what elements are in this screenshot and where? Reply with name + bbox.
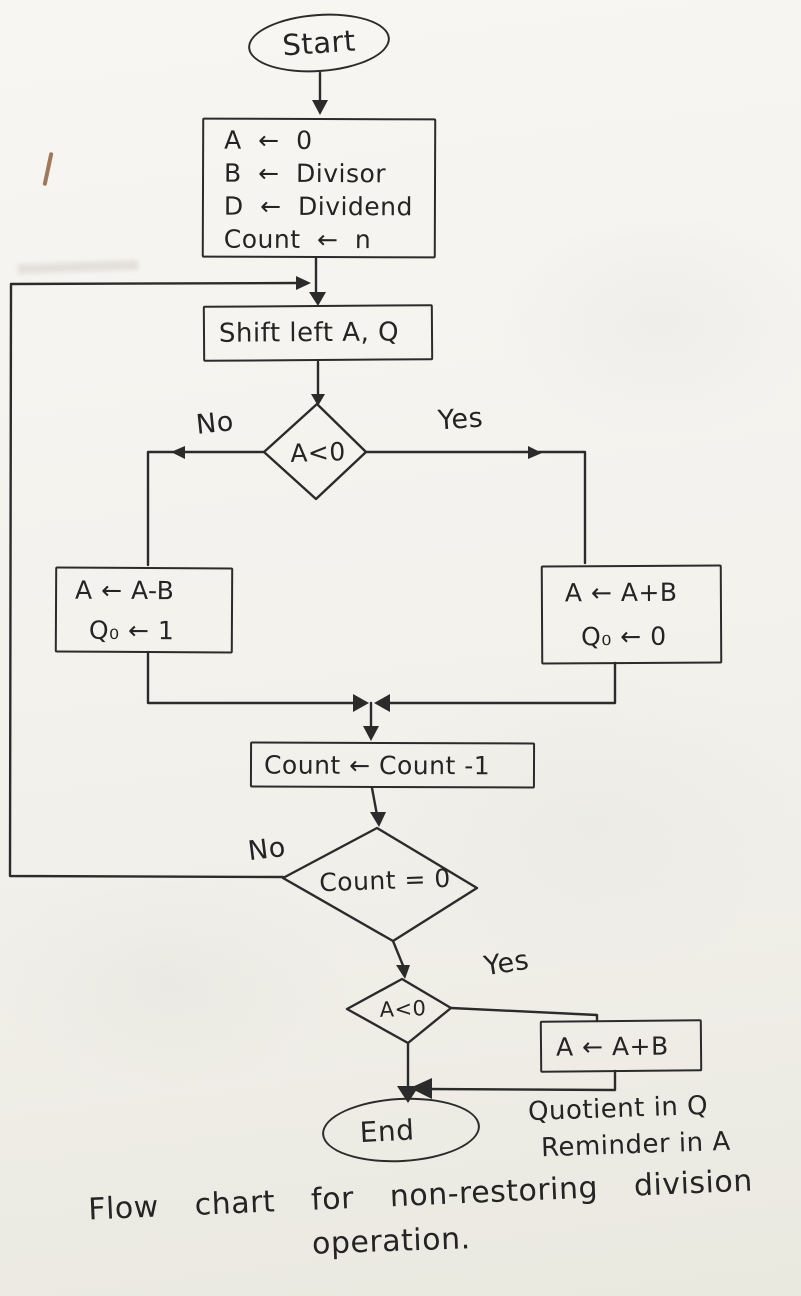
restore-label: A ← A+B xyxy=(555,1031,669,1062)
connector-init-to-shift xyxy=(309,256,326,306)
init-line-b: B ← Divisor xyxy=(224,158,387,189)
decrement-box: Count ← Count -1 xyxy=(249,741,536,789)
subtract-line1: A ← A-B xyxy=(75,575,175,606)
decision1-outline xyxy=(262,402,368,501)
connector-restore-to-end-path xyxy=(410,1069,617,1099)
decrement-label: Count ← Count -1 xyxy=(263,750,491,780)
connector-add-to-merge xyxy=(374,661,617,712)
end-label: End xyxy=(358,1112,416,1149)
decision1-no-label: No xyxy=(194,406,236,441)
connector-merge-to-decrement xyxy=(363,701,379,741)
init-line-d: D ← Dividend xyxy=(223,191,413,222)
connector-loopback-to-shift xyxy=(8,276,311,879)
decision2-label: Count = 0 xyxy=(318,863,452,898)
add-box: A ← A+B Q₀ ← 0 xyxy=(540,564,723,665)
restore-box: A ← A+B xyxy=(539,1019,703,1073)
init-line-a: A ← 0 xyxy=(224,125,313,155)
connector-decision1-yes xyxy=(364,446,587,565)
connector-decrement-to-decision2 xyxy=(370,786,386,827)
connector-decision2-to-decision3 xyxy=(391,939,410,979)
init-line-count: Count ← n xyxy=(223,224,372,255)
decision1-yes-label: Yes xyxy=(436,402,485,437)
connector-start-to-init xyxy=(312,71,328,115)
subtract-line2: Q₀ ← 1 xyxy=(88,615,175,646)
connector-shift-to-decision1 xyxy=(311,360,325,406)
connector-subtract-to-merge xyxy=(146,650,369,712)
shift-left-label: Shift left A, Q xyxy=(218,317,400,349)
connector-decision3-yes xyxy=(449,1006,599,1023)
subtract-box: A ← A-B Q₀ ← 1 xyxy=(54,566,234,654)
result-note-quotient: Quotient in Q xyxy=(527,1090,709,1128)
caption-line2: operation. xyxy=(311,1221,472,1262)
add-line1: A ← A+B xyxy=(564,577,678,608)
shift-left-box: Shift left A, Q xyxy=(202,304,434,362)
decision1-label: A<0 xyxy=(289,437,347,468)
decision3-label: A<0 xyxy=(379,996,427,1022)
start-label: Start xyxy=(281,23,357,63)
init-box: A ← 0 B ← Divisor D ← Dividend Count ← n xyxy=(201,117,437,259)
connector-decision3-to-end xyxy=(397,1041,419,1103)
add-line2: Q₀ ← 0 xyxy=(581,621,667,652)
decision2-no-label: No xyxy=(246,831,288,868)
connector-decision1-no xyxy=(146,446,266,567)
